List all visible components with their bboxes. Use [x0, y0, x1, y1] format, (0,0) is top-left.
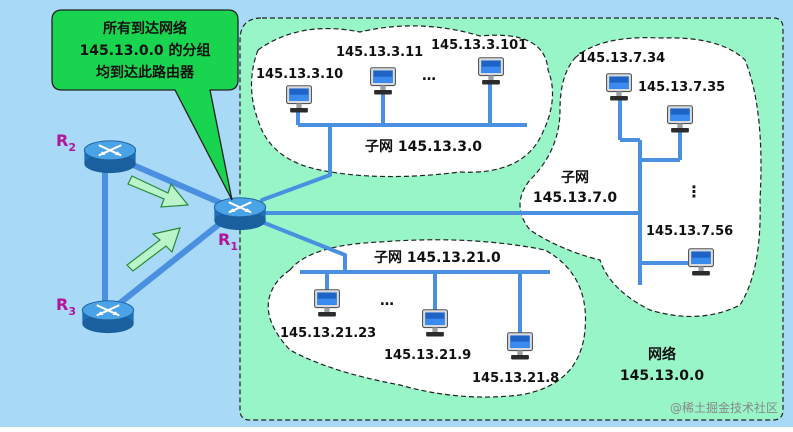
callout-line-2: 145.13.0.0 的分组: [79, 42, 210, 59]
link-r1-subnet3: [260, 173, 332, 202]
host-145-13-3-10-computer-icon: [285, 85, 313, 114]
host-145-13-21-9-label: 145.13.21.9: [384, 348, 471, 363]
host-145-13-21-8-label: 145.13.21.8: [472, 371, 559, 386]
watermark: @稀土掘金技术社区: [670, 400, 778, 415]
host-145-13-3-101-label: 145.13.3.101: [431, 38, 527, 53]
subnet-3-ellipsis: …: [422, 68, 436, 84]
host-145-13-7-35-computer-icon: [666, 105, 694, 134]
host-145-13-21-23-computer-icon: [313, 289, 341, 318]
network-label-line-2: 145.13.0.0: [620, 368, 704, 384]
host-145-13-3-11-label: 145.13.3.11: [336, 45, 423, 60]
host-145-13-3-10-label: 145.13.3.10: [256, 67, 343, 82]
host-145-13-7-34-label: 145.13.7.34: [578, 51, 665, 66]
subnet-21-ellipsis: …: [380, 293, 394, 309]
router-r1-label: R1: [218, 230, 238, 253]
router-r1-icon: [213, 196, 267, 232]
link-r3-r1: [102, 207, 240, 318]
host-145-13-7-56-label: 145.13.7.56: [646, 224, 733, 239]
subnet-7-bus: [618, 98, 690, 285]
router-r2-icon: [83, 139, 137, 175]
host-145-13-21-9-computer-icon: [421, 309, 449, 338]
router-r3-icon: [81, 299, 135, 335]
subnet-3-bus: [296, 82, 527, 175]
callout-box: [51, 9, 239, 201]
packet-flow-arrow-icon: [127, 175, 190, 208]
host-145-13-7-34-computer-icon: [605, 73, 633, 102]
host-145-13-7-56-computer-icon: [687, 248, 715, 277]
link-r1-subnet21: [260, 220, 347, 257]
subnet-7-label-line-1: 子网: [561, 170, 589, 186]
host-145-13-3-11-computer-icon: [369, 67, 397, 96]
host-145-13-7-35-label: 145.13.7.35: [638, 80, 725, 95]
subnet-21-label: 子网 145.13.21.0: [374, 250, 501, 266]
router-r3-label: R3: [56, 295, 76, 318]
callout-line-3: 均到达此路由器: [96, 64, 195, 81]
callout-line-1: 所有到达网络: [103, 20, 187, 37]
subnet-7-ellipsis: ⋮: [686, 182, 702, 201]
subnet-3-region: [250, 25, 554, 178]
packet-flow-arrow-icon: [126, 227, 181, 272]
host-145-13-21-8-computer-icon: [506, 332, 534, 361]
host-145-13-21-23-label: 145.13.21.23: [280, 326, 376, 341]
router-r2-label: R2: [56, 131, 76, 154]
subnet-21-bus: [300, 255, 550, 335]
subnet-7-label-line-2: 145.13.7.0: [533, 190, 617, 206]
network-links: [260, 173, 642, 257]
subnet-3-label: 子网 145.13.3.0: [365, 139, 482, 155]
network-label-line-1: 网络: [648, 346, 676, 363]
host-145-13-3-101-computer-icon: [477, 57, 505, 86]
